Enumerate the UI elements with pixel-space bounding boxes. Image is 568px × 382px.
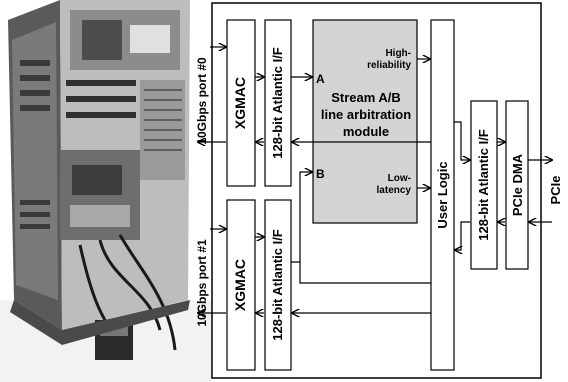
- pcie-label: PCIe: [548, 176, 563, 205]
- stream-b-arrow: [291, 172, 312, 262]
- user-logic-label: User Logic: [435, 161, 450, 228]
- high-reliability-label-line2: reliability: [367, 60, 411, 71]
- port0-label: 10Gbps port #0: [195, 57, 209, 145]
- input-a-label: A: [316, 72, 325, 86]
- arbitration-title-line2: line arbitration: [321, 107, 411, 122]
- low-latency-label-line1: Low-: [388, 173, 411, 184]
- atlantic-if-label-right: 128-bit Atlantic I/F: [476, 129, 491, 241]
- xgmac-label-bottom: XGMAC: [232, 259, 248, 311]
- arbitration-title-line1: Stream A/B: [331, 90, 401, 105]
- pcie-dma-label: PCIe DMA: [510, 153, 525, 216]
- high-reliability-label-line1: High-: [385, 48, 411, 59]
- xgmac-label-top: XGMAC: [232, 77, 248, 129]
- atlantic-if-label-bottom: 128-bit Atlantic I/F: [270, 229, 285, 341]
- low-latency-label-line2: latency: [377, 185, 412, 196]
- atlantic-if-label-top: 128-bit Atlantic I/F: [270, 47, 285, 159]
- input-b-label: B: [316, 167, 325, 181]
- arbitration-title-line3: module: [343, 124, 389, 139]
